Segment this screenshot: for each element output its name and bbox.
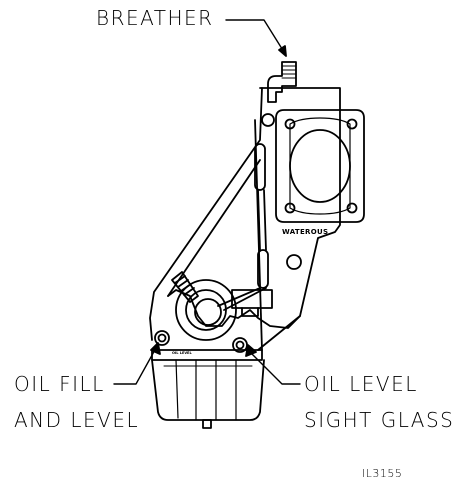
- bracket: [231, 289, 273, 309]
- oil-fill-leader: [113, 347, 157, 385]
- tube-upper-glass: [254, 143, 266, 191]
- breather-arrow: [278, 45, 287, 57]
- sight-glass-arrow: [245, 344, 257, 357]
- tube: [257, 189, 261, 251]
- drain-plug: [202, 419, 212, 429]
- oil-fill-label-line2: AND LEVEL: [14, 408, 140, 432]
- breather-fitting: [267, 61, 297, 103]
- sump-flange: [151, 349, 263, 361]
- flange-bolt: [346, 118, 358, 130]
- breather-leader: [225, 19, 285, 53]
- manufacturer-mark: WATEROUS: [282, 228, 329, 236]
- flange-bore: [289, 129, 351, 203]
- tube: [263, 189, 267, 251]
- sump-rib: [175, 359, 179, 419]
- filler-cap-outer: [175, 279, 237, 341]
- bracket-tab: [241, 307, 259, 317]
- housing-arm: [149, 87, 263, 341]
- sump-body: [151, 359, 265, 421]
- oil-fill-arrow: [150, 342, 161, 355]
- tube-lower-glass: [257, 249, 269, 289]
- part-label: OIL LEVEL: [172, 351, 192, 355]
- housing-hole: [261, 113, 275, 127]
- housing-hole: [286, 254, 302, 270]
- oil-level-label-line1: OIL LEVEL: [304, 372, 418, 396]
- flange-bolt: [346, 202, 358, 214]
- figure-id: IL3155: [362, 467, 403, 480]
- flange-plate: [275, 109, 365, 223]
- sump-bolt: [232, 337, 248, 353]
- sump-bolt: [157, 333, 167, 343]
- sump-bolt: [154, 330, 170, 346]
- housing-lower-right: [257, 315, 301, 351]
- filler-cap-mid: [185, 289, 227, 331]
- oil-level-label-line2: SIGHT GLASS: [304, 408, 455, 432]
- housing-edge: [254, 119, 263, 351]
- housing-upper: [167, 87, 341, 329]
- oil-fill-label-line1: OIL FILL: [14, 372, 105, 396]
- flange-bolt: [284, 202, 296, 214]
- sump-bolt: [235, 340, 245, 350]
- dipstick: [171, 271, 199, 303]
- filler-cap-inner: [194, 298, 222, 326]
- flange-bolt: [284, 118, 296, 130]
- breather-label: BREATHER: [96, 6, 214, 30]
- sight-glass-leader: [249, 351, 301, 385]
- flange-inner: [289, 117, 351, 215]
